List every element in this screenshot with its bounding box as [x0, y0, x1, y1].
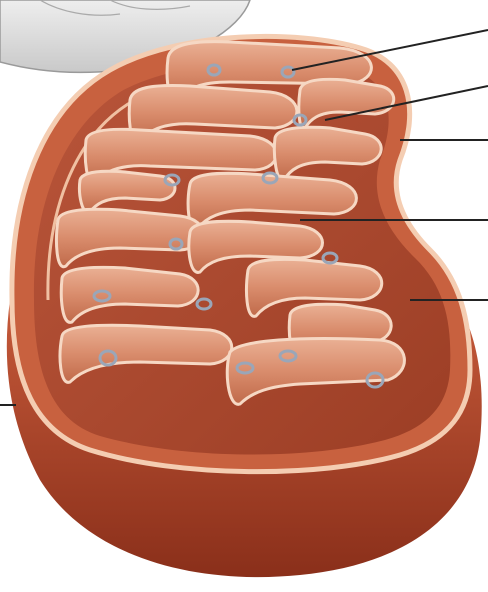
mitochondrion-illustration: [0, 0, 488, 592]
mitochondrion-diagram: [0, 0, 488, 592]
